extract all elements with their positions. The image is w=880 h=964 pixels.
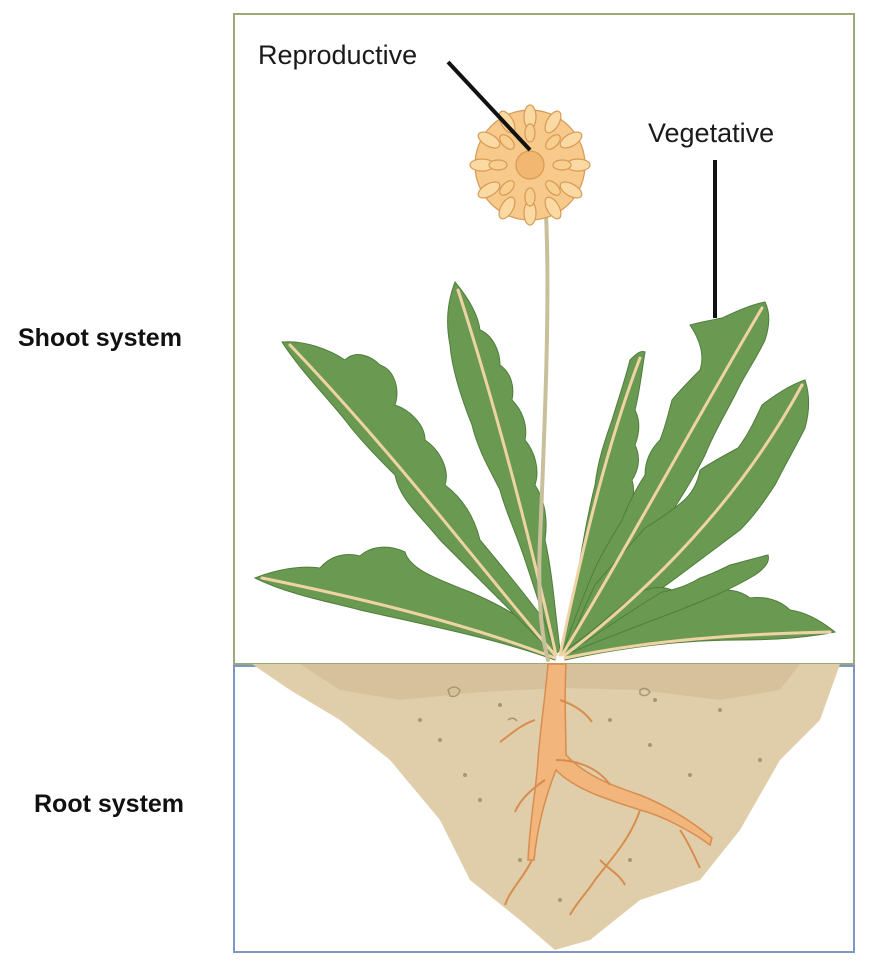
reproductive-label: Reproductive — [258, 40, 417, 70]
vegetative-label: Vegetative — [648, 118, 774, 148]
leaf-left-upper — [281, 341, 556, 657]
shoot-system-label: Shoot system — [18, 324, 182, 352]
flower-stem — [537, 213, 550, 662]
taproot — [499, 663, 713, 916]
reproductive-leader-line — [446, 60, 532, 152]
dandelion-flower — [469, 104, 591, 226]
leaf-center-left — [447, 281, 561, 656]
root-system-label: Root system — [34, 790, 184, 818]
leaf-midribs — [260, 288, 832, 660]
leaf-right-upper — [563, 379, 810, 657]
leaf-right-small — [564, 554, 769, 656]
